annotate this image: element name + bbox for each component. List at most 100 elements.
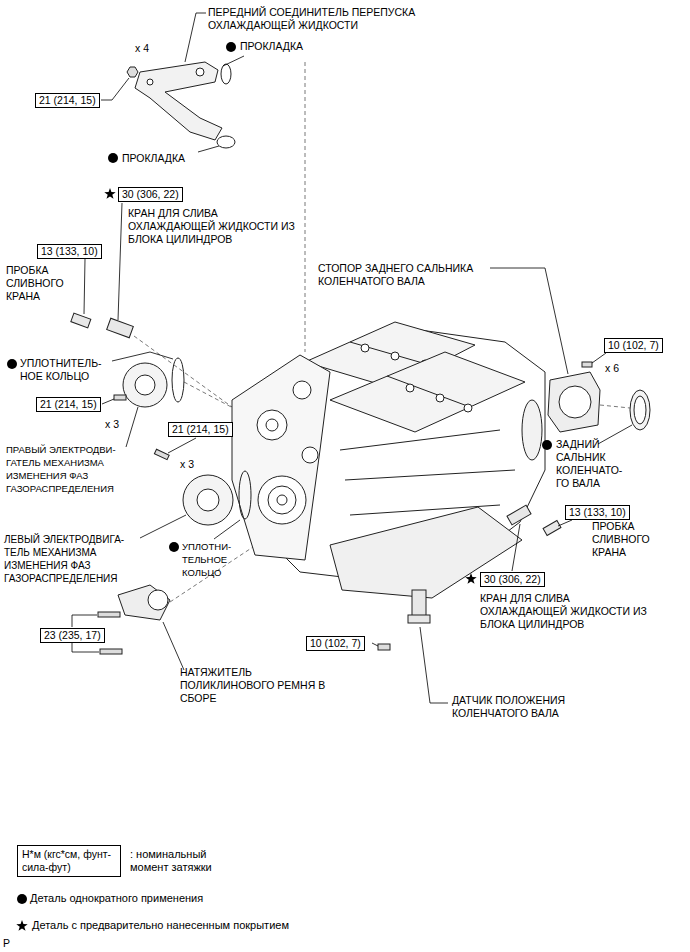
idler-pulley: [302, 447, 318, 463]
cylinder-head-cover: [330, 352, 525, 432]
torque-value: Н*м (кгс*см, фунт-сила-фут): [22, 848, 116, 874]
quantity-label: x 4: [135, 42, 149, 55]
leader-line: [168, 438, 196, 453]
block-rib: [345, 470, 515, 480]
crank-position-sensor: [412, 590, 426, 618]
torque-box: 10 (102, 7): [604, 338, 663, 353]
torque-box: 21 (214, 15): [35, 93, 100, 108]
leader-line: [118, 203, 122, 320]
oil-seal-retainer: [548, 372, 600, 432]
part-label: ДАТЧИК ПОЛОЖЕНИЯ КОЛЕНЧАТОГО ВАЛА: [452, 694, 580, 720]
legend-text: : номинальный момент затяжки: [130, 848, 230, 874]
torque-value: 21 (214, 15): [39, 94, 96, 107]
part-label: ПЕРЕДНИЙ СОЕДИНИТЕЛЬ ПЕРЕПУСКА ОХЛАЖДАЮЩ…: [208, 6, 430, 32]
part-label: УПЛОТНИТЕЛЬ- НОЕ КОЛЬЦО: [20, 357, 115, 383]
torque-box: 10 (102, 7): [306, 636, 365, 651]
bolt: [98, 612, 120, 617]
leader-line: [420, 627, 448, 703]
bypass-joint: [135, 62, 222, 140]
nut: [127, 67, 138, 77]
water-pump-pulley: [266, 419, 278, 431]
drain-cock: [507, 505, 531, 525]
engine-illustration: [232, 322, 545, 598]
part-label: НАТЯЖИТЕЛЬ ПОЛИКЛИНОВОГО РЕМНЯ В СБОРЕ: [180, 666, 338, 705]
leader-line: [140, 515, 186, 538]
bypass-flange-hole: [147, 79, 153, 85]
vvt-motor: [183, 475, 233, 525]
single-use-mark: [7, 359, 17, 369]
precoated-mark: [104, 188, 115, 199]
block-rib: [340, 430, 500, 450]
leader-line: [598, 425, 632, 444]
bolt: [378, 644, 390, 650]
leader-line: [112, 352, 173, 361]
plug-hole: [361, 344, 369, 352]
plug-hole: [464, 404, 472, 412]
idler-pulley: [293, 381, 311, 399]
vvt-motor: [197, 489, 219, 511]
crank-pulley: [268, 486, 296, 514]
belt-tensioner: [118, 585, 170, 620]
page-mark: P: [3, 937, 10, 950]
torque-value: 13 (133, 10): [41, 245, 98, 258]
quantity-label: x 3: [105, 418, 119, 431]
cover-ridge: [387, 376, 470, 407]
part-label: ЗАДНИЙ САЛЬНИК КОЛЕНЧАТО- ГО ВАЛА: [556, 438, 638, 490]
part-label: ПРОБКА СЛИВНОГО КРАНА: [6, 264, 72, 303]
leader-line: [214, 520, 240, 539]
water-pump-pulley: [257, 410, 287, 440]
timing-cover: [232, 355, 330, 560]
assembly-line: [305, 62, 306, 352]
part-label: ПРАВЫЙ ЭЛЕКТРОДВИ- ГАТЕЛЬ МЕХАНИЗМА ИЗМЕ…: [6, 443, 128, 495]
torque-value: 23 (235, 17): [44, 629, 101, 642]
symbols: [7, 42, 552, 931]
legend-entry: Деталь однократного применения: [30, 892, 203, 905]
torque-value: 30 (306, 22): [122, 188, 179, 201]
torque-box: 21 (214, 15): [168, 422, 233, 437]
torque-box: 23 (235, 17): [40, 628, 105, 643]
gasket: [221, 64, 231, 84]
quantity-label: x 3: [180, 458, 194, 471]
oil-seal-retainer: [559, 386, 591, 418]
leader-line: [72, 643, 99, 652]
torque-box: 30 (306, 22): [480, 572, 545, 587]
engine-rear-face: [522, 400, 542, 460]
part-label: ПРОКЛАДКА: [240, 40, 303, 53]
torque-value: 13 (133, 10): [569, 506, 626, 519]
leader-line: [102, 399, 114, 404]
leader-line: [558, 520, 572, 526]
legend-sample-box: Н*м (кгс*см, фунт-сила-фут): [17, 845, 121, 877]
leader-line: [372, 643, 378, 646]
torque-value: 10 (102, 7): [310, 637, 361, 650]
torque-box: 21 (214, 15): [36, 397, 101, 412]
leader-line: [223, 56, 244, 66]
gasket: [217, 136, 235, 148]
bolt: [100, 649, 122, 654]
plug-hole: [406, 384, 414, 392]
torque-box: 13 (133, 10): [565, 505, 630, 520]
torque-value: 21 (214, 15): [40, 398, 97, 411]
tensioner-pulley: [148, 590, 168, 610]
plug-hole: [436, 394, 444, 402]
plug-hole: [391, 352, 399, 360]
o-ring: [239, 471, 251, 519]
legend-text: Деталь однократного применения: [30, 892, 203, 905]
part-label: ПРОКЛАДКА: [122, 152, 185, 165]
legend-entry: : номинальный момент затяжки: [130, 848, 230, 874]
part-label: КРАН ДЛЯ СЛИВА ОХЛАЖДАЮЩЕЙ ЖИДКОСТИ ИЗ Б…: [480, 592, 652, 631]
crank-pulley: [258, 476, 306, 524]
single-use-mark: [108, 153, 118, 163]
leader-line: [72, 615, 97, 627]
part-label: УПЛОТНИ- ТЕЛЬНОЕ КОЛЬЦО: [182, 540, 240, 579]
bolt: [154, 449, 169, 459]
vvt-motor: [123, 363, 167, 407]
crank-position-sensor: [408, 615, 430, 623]
drain-plug: [71, 313, 91, 328]
drain-cock: [107, 318, 134, 337]
oil-seal: [634, 396, 646, 424]
leader-line: [84, 259, 85, 314]
legend-text: Деталь с предварительно нанесенным покры…: [32, 919, 289, 932]
single-use-mark: [542, 440, 552, 450]
leader-line: [198, 146, 219, 152]
